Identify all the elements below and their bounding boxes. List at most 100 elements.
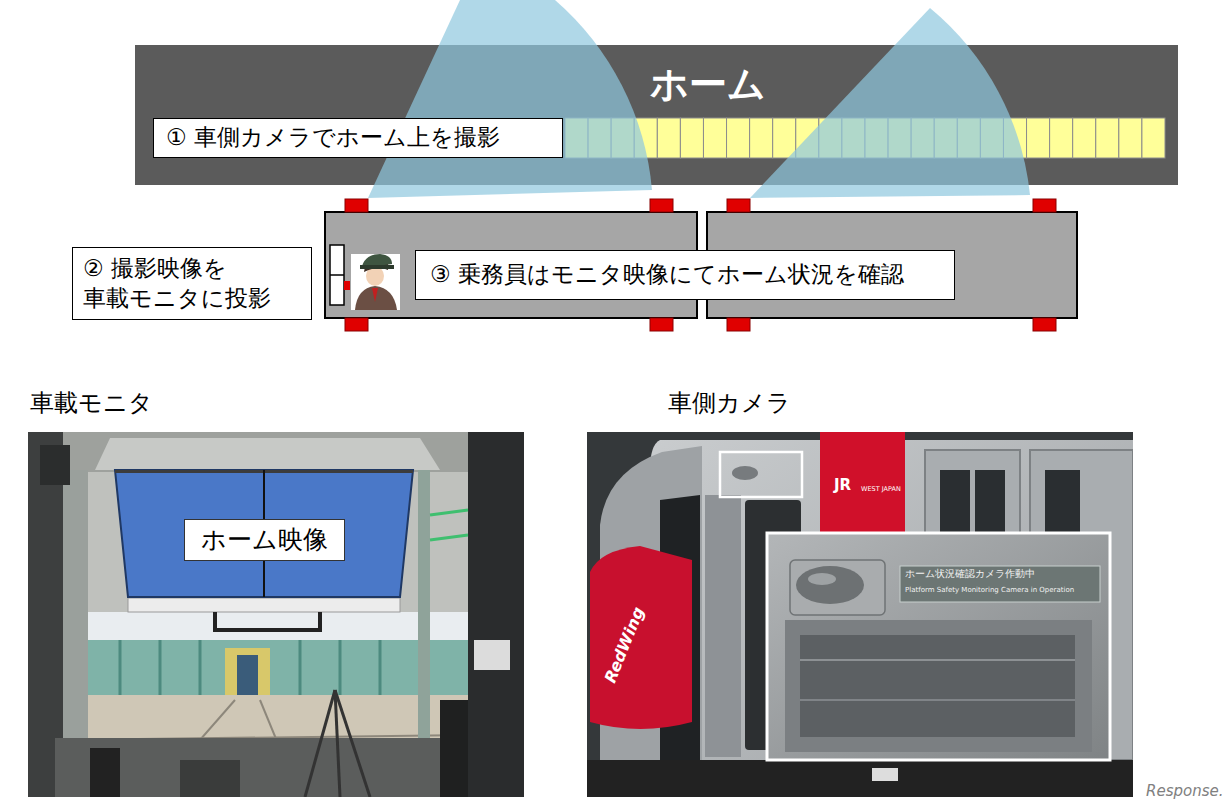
inset-photo: [767, 533, 1110, 760]
camera-view-fan: [1096, 118, 1119, 158]
cab-photo: [430, 510, 468, 540]
cab-photo: [199, 640, 202, 695]
inset-photo: [800, 659, 1075, 661]
camera-view-fan: [703, 118, 726, 158]
logo-text: JR: [834, 477, 851, 494]
camera-view-fan: [1119, 118, 1142, 158]
monitor-icon: [344, 281, 350, 290]
camera-marker: [727, 318, 750, 331]
monitor-screen: ホーム映像: [115, 470, 413, 597]
camera-view-fan: [1027, 118, 1050, 158]
monitor-outline: [115, 470, 413, 597]
cab-photo: [180, 760, 240, 797]
camera-marker: [650, 199, 673, 212]
camera-view-fan: [1073, 118, 1096, 158]
platform-title: ホーム: [650, 63, 766, 107]
camera-marker: [345, 199, 368, 212]
train-photo: [720, 452, 802, 497]
cab-photo: [55, 695, 475, 797]
train-photo: [732, 466, 758, 480]
inset-photo: [796, 566, 864, 604]
photo-heading: 車側カメラ: [668, 388, 791, 419]
inset-photo: [900, 566, 1100, 602]
inset-photo: [785, 620, 1092, 752]
cab-photo: [440, 700, 468, 797]
crew-figure: [351, 254, 400, 310]
sticker-text: Platform Safety Monitoring Camera in Ope…: [905, 586, 1074, 594]
step-box: ① 車側カメラでホーム上を撮影: [153, 118, 563, 158]
cab-photo: [225, 648, 270, 695]
cab-photo: [90, 748, 120, 797]
inset-photo: [790, 560, 885, 615]
inset-photo: [767, 533, 1110, 760]
cab-photo: [28, 432, 524, 797]
monitor-icon: [330, 245, 350, 305]
camera-view-fan: [657, 118, 680, 158]
cab-photo: [468, 432, 524, 797]
cab-photo: [128, 598, 400, 612]
cab-photo: [430, 535, 468, 540]
cab-photo: [119, 640, 122, 695]
cab-photo: [237, 655, 258, 695]
train-photo: [705, 495, 741, 757]
cab-photo: [430, 510, 468, 515]
platform-band: ホーム ① 車側カメラでホーム上を撮影: [135, 45, 1178, 185]
train-photo: [587, 432, 1133, 797]
screen-label: ホーム映像: [184, 519, 345, 561]
cab-photo: [339, 640, 342, 695]
train-photo: [587, 760, 1133, 797]
photo-panel: 車側カメラ: [587, 432, 1133, 797]
train-photo: [590, 546, 692, 729]
monitor-icon: [330, 274, 344, 276]
camera-marker: [1033, 318, 1056, 331]
watermark: Response.: [1146, 783, 1223, 800]
cab-photo: [80, 640, 420, 695]
cab-photo: [95, 438, 440, 470]
cab-photo: [28, 432, 524, 472]
train-photo: [587, 432, 1133, 797]
train-photo: [872, 768, 898, 781]
camera-marker: [1033, 199, 1056, 212]
cab-photo: [305, 690, 370, 797]
camera-view-fan: [1050, 118, 1073, 158]
step-text: ② 撮影映像を 車載モニタに投影: [83, 254, 301, 314]
camera-view-fan: [680, 118, 703, 158]
camera-marker: [727, 199, 750, 212]
cab-photo: [215, 612, 320, 630]
monitor-icon: [330, 245, 344, 305]
crew-figure: [360, 265, 394, 269]
camera-view-fan: [727, 118, 750, 158]
cab-photo: [299, 640, 302, 695]
photo-heading: 車載モニタ: [30, 388, 153, 419]
inset-photo: [808, 573, 836, 585]
crew-figure: [372, 288, 378, 302]
cab-photo: [379, 640, 382, 695]
train-car: [325, 212, 1077, 318]
camera-marker: [345, 318, 368, 331]
cab-photo: [55, 640, 475, 695]
photo-panel: 車載モニタホーム映像: [28, 432, 524, 797]
logo-text: WEST JAPAN: [861, 486, 901, 493]
inset-photo: [800, 635, 1075, 737]
cab-photo: [474, 640, 510, 670]
camera-view-fan: [750, 8, 1030, 198]
crew-figure: [355, 286, 397, 310]
step-box: ② 撮影映像を 車載モニタに投影: [72, 247, 312, 320]
camera-marker: [650, 318, 673, 331]
step-box: ③ 乗務員はモニタ映像にてホーム状況を確認: [415, 250, 955, 300]
crew-figure: [351, 254, 400, 310]
camera-view-fan: [368, 0, 652, 198]
sticker-text: ホーム状況確認カメラ作動中: [905, 569, 1035, 580]
cab-photo: [55, 738, 468, 797]
cab-photo: [305, 690, 335, 797]
cab-photo: [159, 640, 162, 695]
camera-view-fan: [1142, 118, 1165, 158]
cab-photo: [335, 690, 370, 797]
camera-view-fan: [773, 118, 796, 158]
step-text: ③ 乗務員はモニタ映像にてホーム状況を確認: [430, 260, 904, 290]
cab-photo: [28, 432, 524, 797]
cab-photo: [40, 445, 70, 485]
camera-marker: [345, 199, 1056, 331]
inset-photo: [800, 699, 1075, 701]
